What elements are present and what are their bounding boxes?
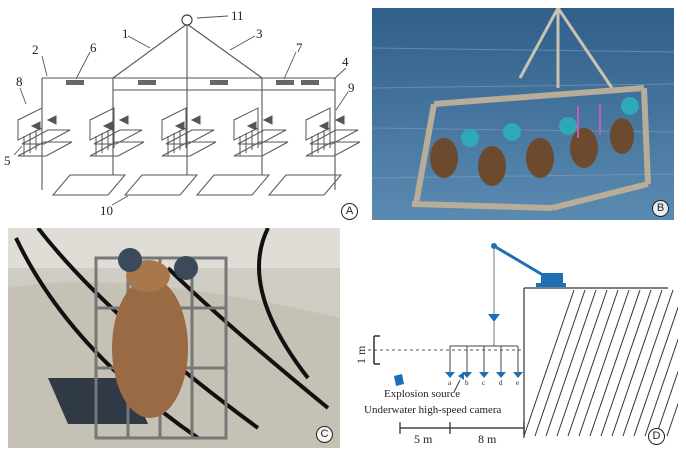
bottom-plates (51, 174, 343, 196)
hatch-line (523, 289, 575, 437)
cage-label-c: c (482, 379, 486, 387)
panel-label-a: A (341, 203, 358, 220)
callout-10: 10 (100, 203, 113, 218)
panel-label-c: C (316, 426, 333, 443)
callout-6: 6 (90, 40, 97, 55)
panel-label-d: D (648, 428, 665, 445)
sensor-box (210, 80, 228, 85)
cage-row (445, 372, 523, 378)
callout-11: 11 (231, 8, 244, 23)
callout-3: 3 (256, 26, 263, 41)
sensor-box (276, 80, 294, 85)
hatch-line (655, 370, 678, 437)
callout-8: 8 (16, 74, 23, 89)
hatch-line (600, 289, 652, 437)
cage-label-a: a (448, 379, 452, 387)
hatch-line (589, 289, 641, 437)
sensor-box (66, 80, 84, 85)
cage-unit (161, 107, 217, 157)
cage-label-e: e (516, 379, 520, 387)
cable-right (186, 23, 263, 79)
rig-photo (372, 8, 674, 220)
cable-left (112, 23, 188, 79)
camera-arrow (458, 372, 464, 380)
panel-d-layout-schematic: 1 m Explosion source Underwater high-spe… (346, 228, 678, 450)
schematic-drawing: 1 2 3 4 5 6 7 8 9 10 11 (4, 8, 361, 218)
cage-label-b: b (465, 379, 469, 387)
cage-unit (233, 107, 289, 157)
hatch-line (666, 402, 678, 437)
distance-left-label: 5 m (414, 432, 433, 446)
cage-unit (17, 107, 73, 157)
dock-hatching (523, 287, 668, 438)
crane-base (541, 273, 563, 283)
lifting-ring (181, 14, 193, 26)
callout-7: 7 (296, 40, 303, 55)
hatch-line (633, 305, 678, 437)
scale-label: 1 m (354, 345, 368, 364)
panel-c-photo-cage: C (8, 228, 340, 448)
test-frame (449, 345, 519, 374)
hatch-line (556, 289, 608, 437)
hatch-line (545, 289, 597, 437)
cage-label-d: d (499, 379, 503, 387)
layout-drawing (368, 243, 678, 438)
cage-unit (305, 107, 361, 157)
callout-5: 5 (4, 153, 11, 168)
hoist-hook (488, 314, 500, 322)
distance-right-label: 8 m (478, 432, 497, 446)
panel-b-photo-rig-at-sea: B (372, 8, 674, 220)
panel-label-b: B (652, 200, 669, 217)
explosion-source-label: Explosion source (384, 388, 461, 400)
cage-photo (8, 228, 340, 448)
panel-a-schematic: 1 2 3 4 5 6 7 8 9 10 11 A (0, 0, 362, 225)
sensor-box (138, 80, 156, 85)
hatch-line (644, 338, 678, 437)
hatch-line (534, 289, 586, 437)
hatch-line (578, 289, 630, 437)
sensor-box (301, 80, 319, 85)
hatch-line (611, 289, 663, 437)
hatch-line (567, 289, 619, 437)
callout-2: 2 (32, 42, 39, 57)
scale-bracket (373, 335, 380, 365)
explosion-source-icon (394, 374, 404, 386)
cage-unit (89, 107, 145, 157)
hatch-line (622, 289, 674, 437)
callout-9: 9 (348, 80, 355, 95)
camera-label: Underwater high-speed camera (364, 404, 502, 416)
callout-1: 1 (122, 26, 129, 41)
crane (493, 244, 549, 280)
distance-bar (399, 422, 525, 434)
callout-4: 4 (342, 54, 349, 69)
